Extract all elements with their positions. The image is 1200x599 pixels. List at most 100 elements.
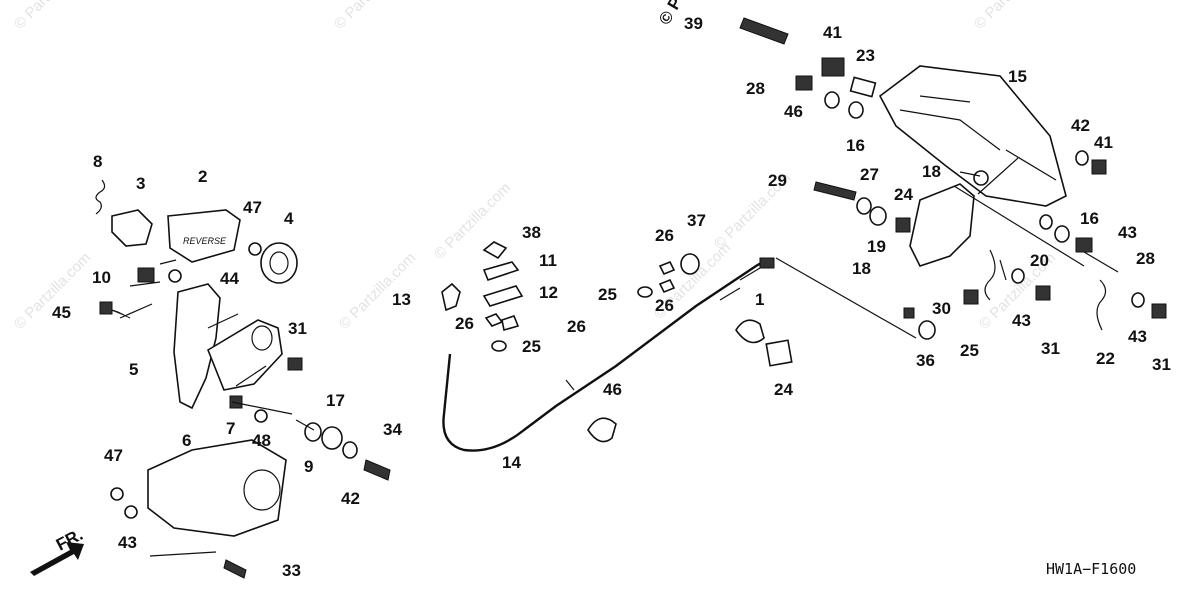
- bolt-part-28b: [1075, 237, 1093, 253]
- plate-part-11: [482, 261, 520, 281]
- callout-18b: 18: [922, 162, 941, 181]
- collar-part-19: [869, 206, 887, 226]
- callout-39: 41: [823, 23, 842, 42]
- bolt-part-33: [363, 459, 391, 481]
- watermark: © Partzilla.com: [971, 0, 1054, 33]
- collar-part-16a: [848, 101, 864, 119]
- clip-part-26c: [658, 260, 676, 276]
- callout-14: 14: [502, 453, 521, 472]
- watermark: © Partzilla.com: [331, 0, 414, 33]
- callout-26c: 26: [655, 226, 674, 245]
- clip-part-26a: [484, 313, 504, 327]
- callout-47: 47: [243, 198, 262, 217]
- bolt-part-31: [287, 357, 303, 371]
- callout-42a: 43: [1012, 311, 1031, 330]
- washer-part-41: [342, 441, 358, 459]
- callout-9: 9: [304, 457, 313, 476]
- spring-part-20: [984, 249, 996, 301]
- callout-4: 4: [284, 209, 294, 228]
- collar-part-18b: [973, 170, 989, 186]
- figure-code: HW1A−F1600: [1046, 560, 1136, 578]
- knob-part-4: [260, 242, 298, 284]
- callout-10: 10: [92, 268, 111, 287]
- grommet-part-35: [680, 253, 700, 275]
- callout-37: 38: [522, 223, 541, 242]
- callout-28b: 28: [1136, 249, 1155, 268]
- washer-part-41b: [124, 505, 138, 519]
- callout-46: 45: [52, 303, 71, 322]
- callout-16a: 16: [846, 136, 865, 155]
- callout-26d: 26: [655, 296, 674, 315]
- reverse-label: REVERSE: [183, 236, 227, 246]
- lever-plate-part-5: [173, 283, 221, 410]
- callout-29: 29: [768, 171, 787, 190]
- callout-42b: 43: [1128, 327, 1147, 346]
- lever-bracket: [207, 319, 283, 391]
- washer-part-25b: [637, 286, 653, 298]
- collar-part-18: [321, 426, 343, 450]
- nut-part-48: [254, 409, 268, 423]
- callout-48: 48: [252, 431, 271, 450]
- callout-12: 12: [539, 283, 558, 302]
- reverse-cover-part-2: [167, 209, 241, 263]
- callout-34: 36: [916, 351, 935, 370]
- washer-part-27: [856, 197, 872, 215]
- plate-part-12: [482, 285, 524, 307]
- callout-5: 5: [129, 360, 138, 379]
- callout-33: 34: [383, 420, 402, 439]
- spring-part-8: [95, 179, 106, 215]
- nut-part-37: [482, 241, 508, 260]
- callout-47b: 47: [104, 446, 123, 465]
- callout-21: 22: [1096, 349, 1115, 368]
- nut-part-47: [248, 242, 262, 256]
- callout-41: 42: [341, 489, 360, 508]
- collar-part-16b: [1039, 214, 1053, 230]
- callout-36: 39: [684, 14, 703, 33]
- callout-20: 20: [1030, 251, 1049, 270]
- callout-35: 37: [687, 211, 706, 230]
- washer-part-45: [168, 269, 182, 283]
- watermark-layer: © Partzilla.com © Partzilla.com © Partzi…: [11, 0, 1059, 333]
- callout-43b: 43: [1118, 223, 1137, 242]
- callout-2: 2: [198, 167, 207, 186]
- clamp-part-1: [735, 319, 765, 344]
- bolt-part-36: [739, 17, 789, 45]
- callout-43a: 46: [784, 102, 803, 121]
- callout-24b: 25: [960, 341, 979, 360]
- callout-25a: 25: [522, 337, 541, 356]
- clamp-part-44: [587, 417, 617, 443]
- callout-1: 1: [755, 290, 764, 309]
- base-plate-part-6: [147, 439, 287, 537]
- callout-17: 18: [852, 259, 871, 278]
- callout-8: 8: [93, 152, 102, 171]
- callout-40: 42: [1071, 116, 1090, 135]
- copyright-mark: © P: [655, 0, 686, 28]
- washer-part-25a: [491, 340, 507, 352]
- bolt-part-31c: [1151, 303, 1167, 319]
- nut-part-24b: [963, 289, 979, 305]
- callout-38: 41: [1094, 133, 1113, 152]
- callout-18: 17: [326, 391, 345, 410]
- front-direction-indicator: FR.: [30, 525, 86, 576]
- callout-31: 31: [288, 319, 307, 338]
- washer-part-42a: [1011, 268, 1025, 284]
- callout-23: 24: [774, 380, 793, 399]
- clip-part-26d: [658, 278, 676, 294]
- callout-26b: 26: [567, 317, 586, 336]
- nut-part-24a: [895, 217, 911, 233]
- bolt-part-28a: [795, 75, 813, 91]
- callout-11: 11: [539, 251, 557, 270]
- callout-13: 13: [392, 290, 411, 309]
- cable-end: [759, 257, 775, 269]
- callout-26a: 26: [455, 314, 474, 333]
- callout-31c: 31: [1152, 355, 1171, 374]
- reverse-lever-assembly: REVERSE: [95, 179, 391, 579]
- callout-19: 19: [867, 237, 886, 256]
- callout-31b: 31: [1041, 339, 1060, 358]
- callout-3: 3: [136, 174, 145, 193]
- callout-28a: 28: [746, 79, 765, 98]
- clamp-part-39: [821, 57, 845, 77]
- callout-44: 46: [603, 380, 622, 399]
- callout-22: 23: [856, 46, 875, 65]
- clip-part-13: [441, 282, 461, 312]
